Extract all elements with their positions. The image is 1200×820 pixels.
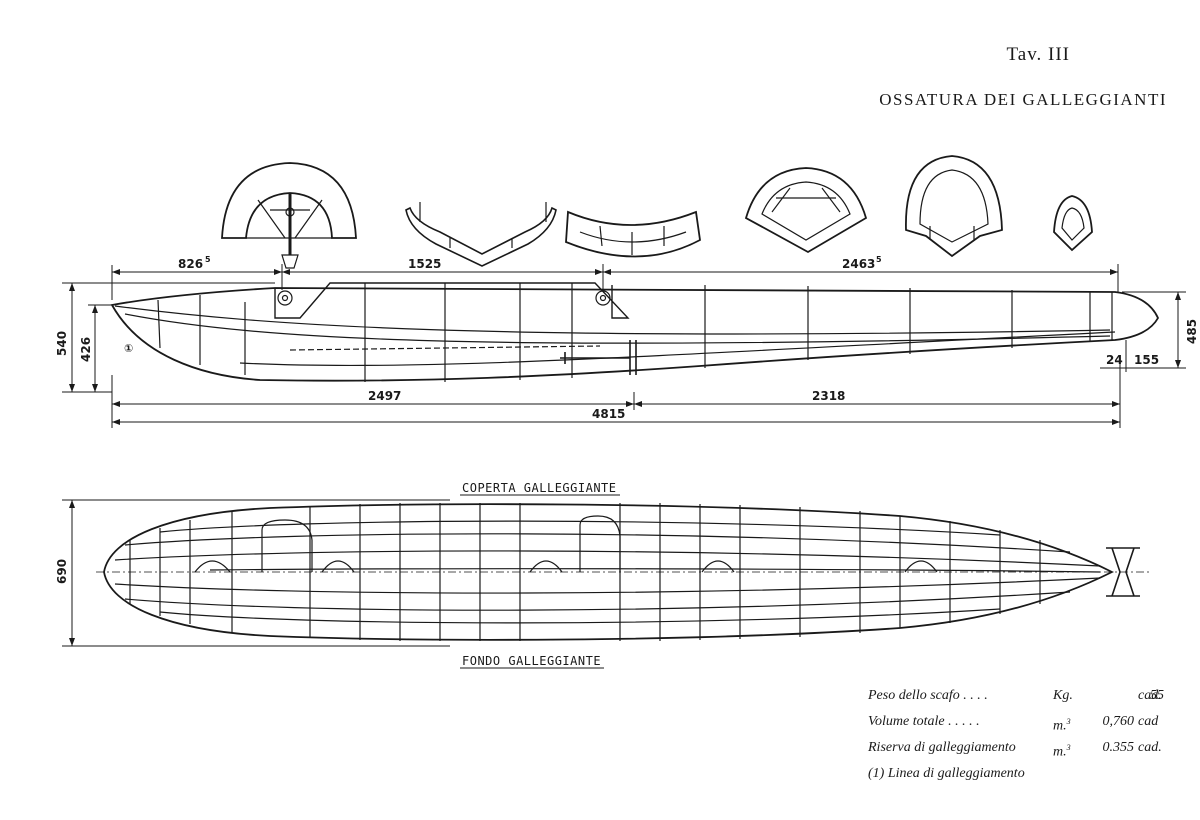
dim-tail-sup: 5 bbox=[876, 255, 882, 264]
waterline-marker: ① bbox=[124, 342, 133, 355]
side-elevation bbox=[110, 282, 1160, 382]
dim-height-nose: 426 bbox=[79, 337, 93, 362]
section-2 bbox=[405, 202, 557, 267]
plate-number: Tav. III bbox=[1006, 44, 1070, 65]
section-6 bbox=[1053, 195, 1093, 252]
dim-tail-end: 155 bbox=[1134, 353, 1159, 367]
dim-front-half: 2497 bbox=[368, 389, 401, 403]
dim-rear-half: 2318 bbox=[812, 389, 845, 403]
dim-middle: 1525 bbox=[408, 257, 441, 271]
dim-height-total: 540 bbox=[55, 331, 69, 356]
section-4 bbox=[744, 167, 868, 254]
plan-view bbox=[96, 503, 1150, 641]
label-bottom: FONDO GALLEGGIANTE bbox=[462, 654, 601, 668]
dim-nose: 826 bbox=[178, 257, 203, 271]
legend-note: (1) Linea di galleggiamento bbox=[868, 766, 1025, 781]
drawing-title: OSSATURA DEI GALLEGGIANTI bbox=[879, 90, 1167, 109]
section-3 bbox=[565, 210, 701, 258]
legend-row-weight: Peso dello scafo . . . . Kg. 55 cad. bbox=[868, 688, 1164, 703]
plan-dimension-lines bbox=[62, 494, 620, 669]
legend-row-reserve: Riserva di galleggiamento m.3 0.355 cad. bbox=[868, 740, 1162, 760]
legend-row-volume: Volume totale . . . . . m.3 0,760 cad bbox=[868, 714, 1159, 734]
specifications-legend: Peso dello scafo . . . . Kg. 55 cad. Vol… bbox=[868, 683, 1178, 787]
label-deck: COPERTA GALLEGGIANTE bbox=[462, 481, 617, 495]
section-5 bbox=[905, 155, 1003, 258]
dim-plan-width: 690 bbox=[55, 559, 69, 584]
dim-tail-gap: 24 bbox=[1106, 353, 1123, 367]
section-1 bbox=[221, 162, 357, 269]
dim-overall: 4815 bbox=[592, 407, 625, 421]
dim-nose-sup: 5 bbox=[205, 255, 211, 264]
side-dimension-lines bbox=[62, 264, 1186, 428]
arrow-heads bbox=[69, 269, 1181, 646]
dim-height-tail: 485 bbox=[1185, 319, 1199, 344]
dim-tail: 2463 bbox=[842, 257, 875, 271]
